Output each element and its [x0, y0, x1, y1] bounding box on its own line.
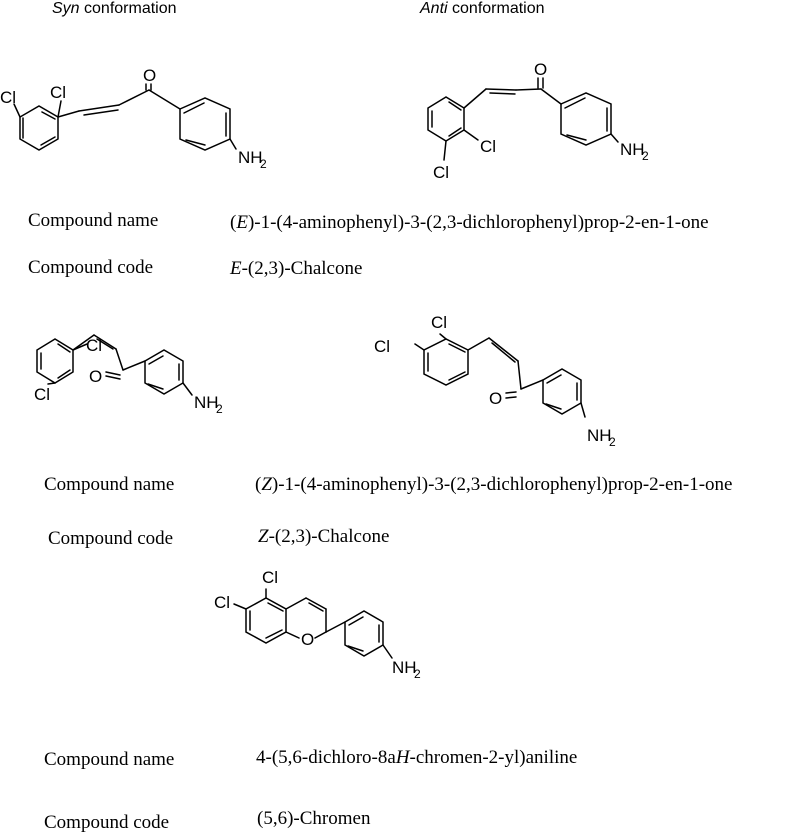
amino-subscript: 2 — [260, 157, 267, 171]
amino-subscript: 2 — [642, 149, 649, 163]
chlorine-atom: Cl — [86, 336, 102, 355]
chlorine-atom: Cl — [431, 313, 447, 332]
chlorine-atom: Cl — [34, 385, 50, 404]
oxygen-atom: O — [489, 389, 502, 408]
oxygen-atom: O — [89, 367, 102, 386]
chromen-benzo-ring — [245, 597, 287, 644]
chlorine-atom: Cl — [50, 83, 66, 102]
chlorine-atom: Cl — [374, 337, 390, 356]
compound-code-label: Compound code — [28, 257, 154, 278]
amino-group: NH — [587, 426, 612, 445]
dichlorophenyl-ring — [19, 105, 59, 151]
compound-code-value: (5,6)-Chromen — [257, 808, 371, 829]
amino-group: NH — [194, 393, 219, 412]
compound-name-label: Compound name — [44, 749, 175, 770]
amino-subscript: 2 — [609, 435, 616, 449]
anti-conformation-header: Anti conformation — [420, 0, 545, 17]
compound-name-value: 4-(5,6-dichloro-8aH-chromen-2-yl)aniline — [256, 747, 578, 768]
compound-name-label: Compound name — [44, 474, 175, 495]
compound-code-label: Compound code — [44, 812, 170, 833]
amino-group: NH — [392, 658, 417, 677]
compound-code-value: Z-(2,3)-Chalcone — [258, 526, 390, 547]
compound-name-label: Compound name — [28, 210, 159, 231]
compound-code-label: Compound code — [48, 528, 174, 549]
compound-name-value: (E)-1-(4-aminophenyl)-3-(2,3-dichlorophe… — [230, 212, 709, 233]
chlorine-atom: Cl — [433, 163, 449, 182]
chlorine-atom: Cl — [0, 88, 16, 107]
amino-group: NH — [620, 140, 645, 159]
oxygen-atom: O — [301, 630, 314, 649]
oxygen-atom: O — [143, 66, 156, 85]
oxygen-atom: O — [534, 60, 547, 79]
amino-subscript: 2 — [414, 667, 421, 681]
chlorine-atom: Cl — [480, 137, 496, 156]
aminophenyl-ring — [344, 610, 384, 657]
chlorine-atom: Cl — [214, 593, 230, 612]
compound-name-value: (Z)-1-(4-aminophenyl)-3-(2,3-dichlorophe… — [255, 474, 733, 495]
syn-conformation-header: Syn conformation — [52, 0, 177, 17]
compound-code-value: E-(2,3)-Chalcone — [230, 258, 363, 279]
amino-group: NH — [238, 148, 263, 167]
chlorine-atom: Cl — [262, 568, 278, 587]
dichlorophenyl-ring — [36, 338, 74, 384]
amino-subscript: 2 — [216, 402, 223, 416]
